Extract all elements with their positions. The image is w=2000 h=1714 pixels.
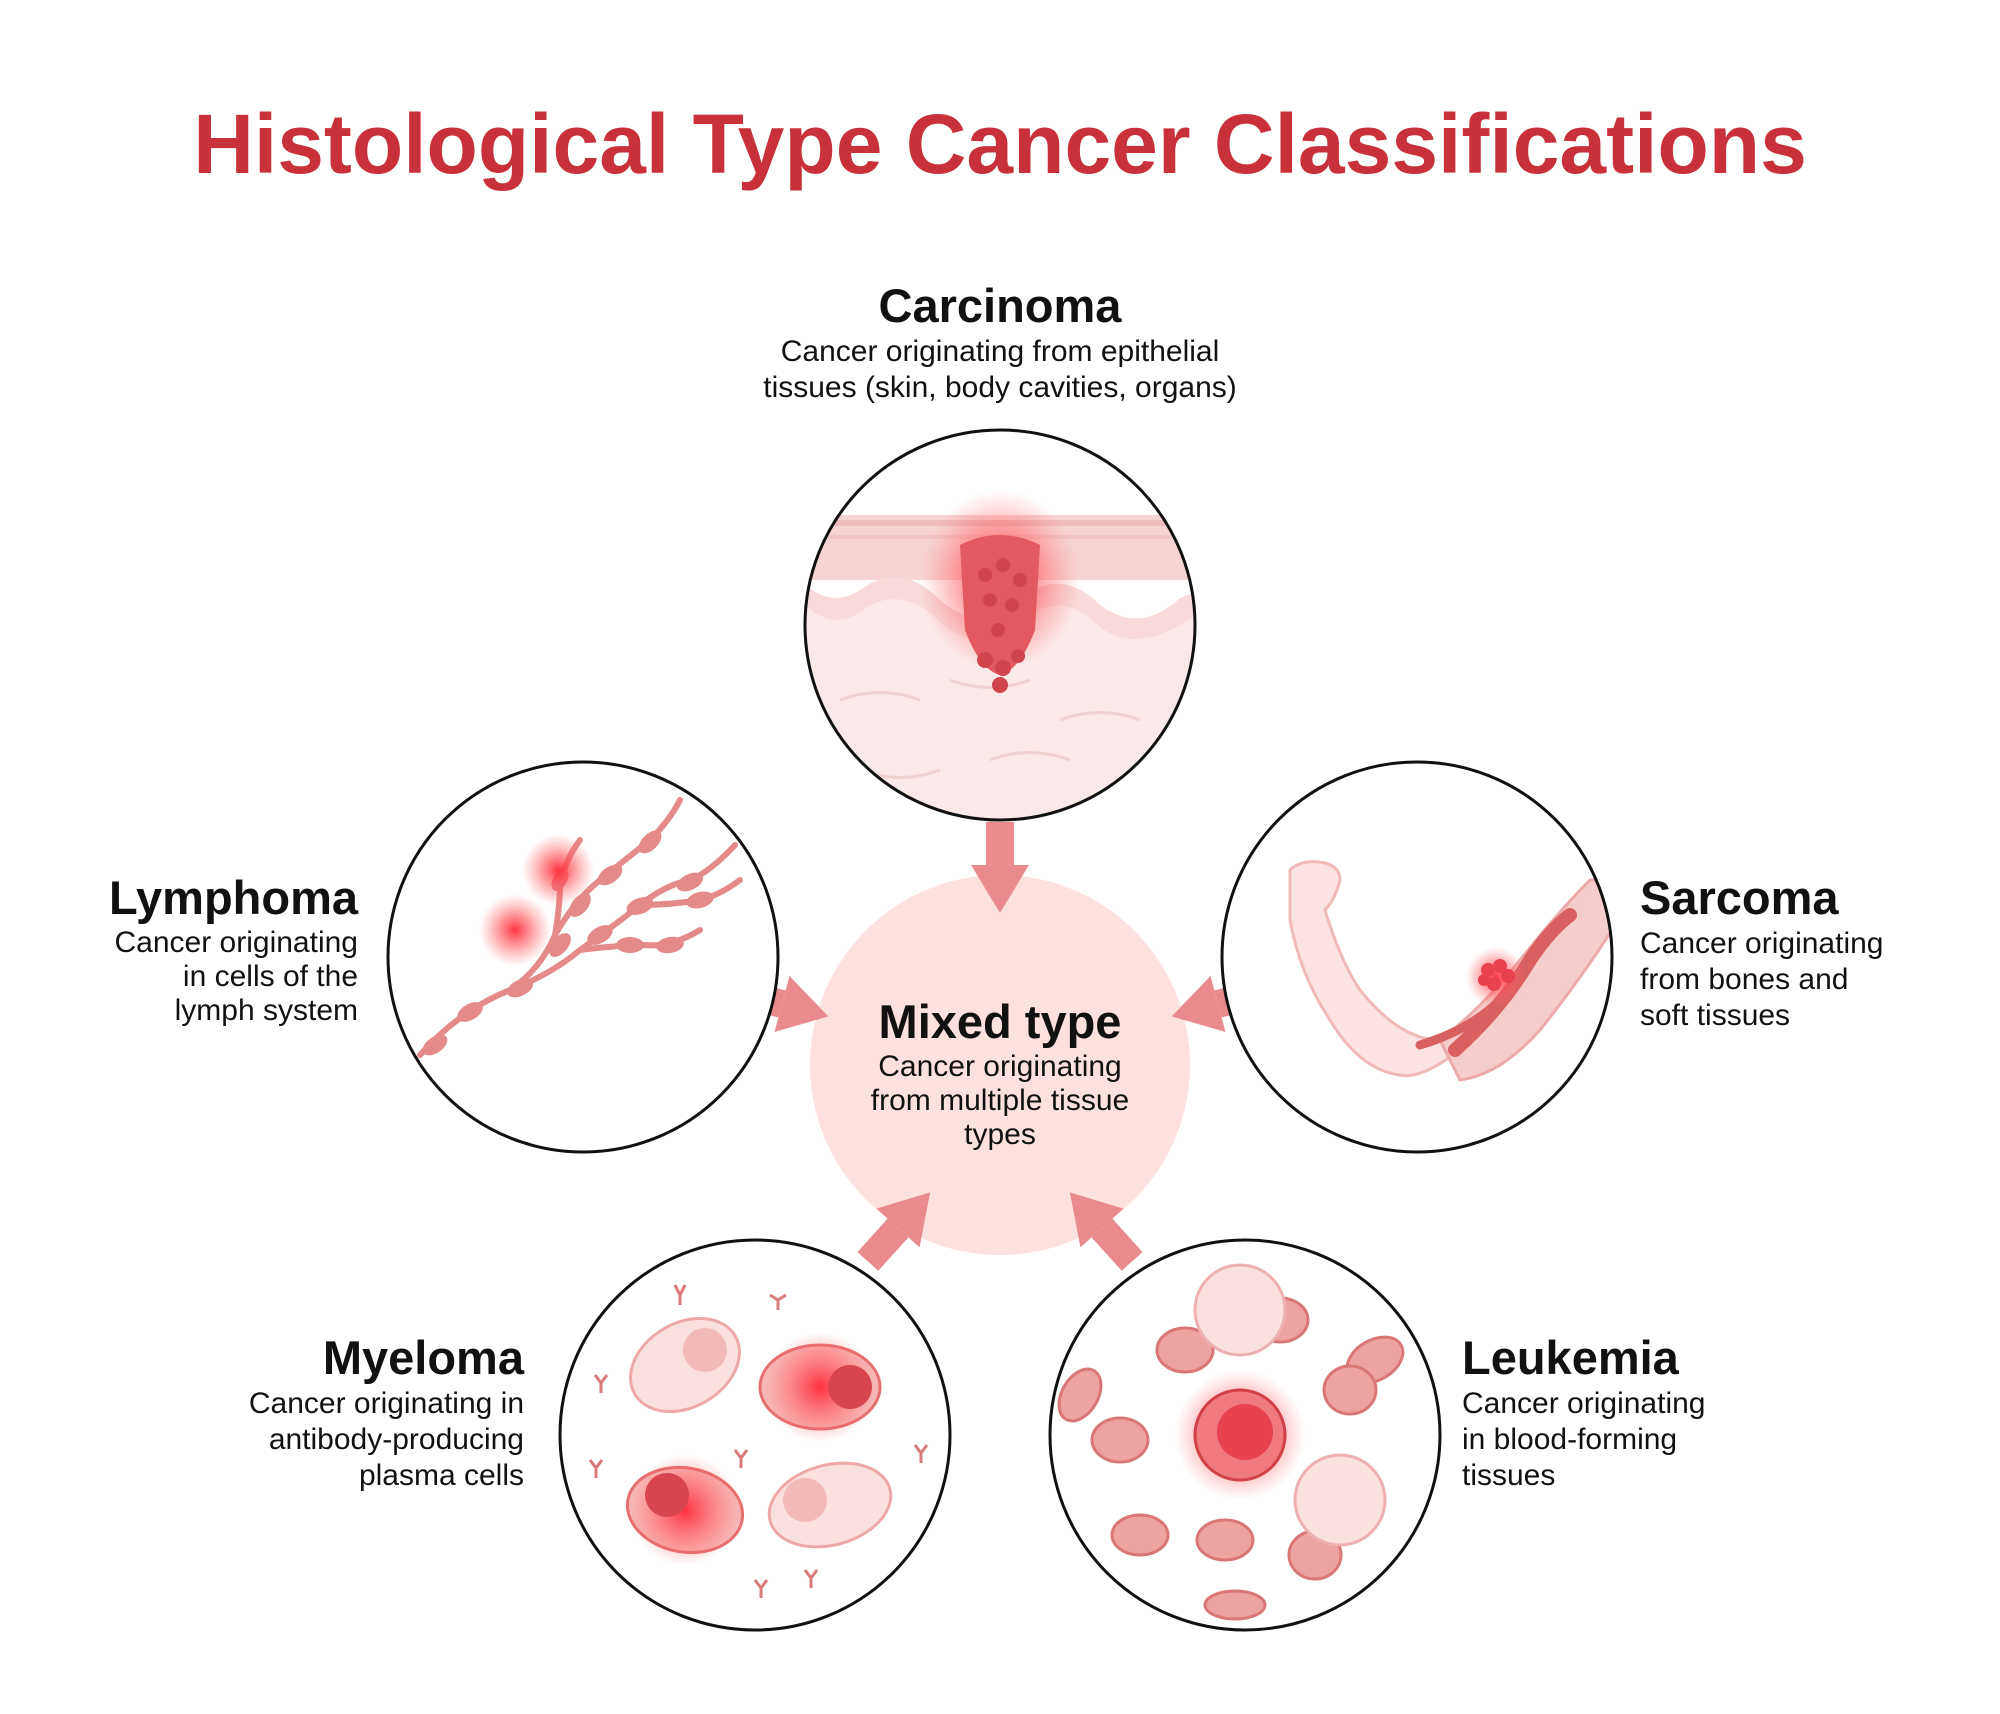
myeloma-label: Myeloma Cancer originating in antibody-p… bbox=[150, 1330, 524, 1494]
sarcoma-desc-line-3: soft tissues bbox=[1640, 999, 1791, 1032]
leukemia-desc-line-2: in blood-forming bbox=[1462, 1423, 1678, 1456]
leukemia-desc-line-1: Cancer originating bbox=[1462, 1387, 1706, 1420]
lymphoma-desc-line-2: in cells of the bbox=[182, 960, 358, 993]
leukemia-name: Leukemia bbox=[1462, 1331, 1679, 1384]
arrow-leukemia bbox=[1069, 1192, 1143, 1271]
carcinoma-label: Carcinoma Cancer originating from epithe… bbox=[700, 278, 1300, 406]
carcinoma-desc-line-1: Cancer originating from epithelial bbox=[780, 335, 1220, 368]
lymphoma-label: Lymphoma Cancer originating in cells of … bbox=[60, 870, 358, 1028]
sarcoma-label: Sarcoma Cancer originating from bones an… bbox=[1640, 870, 1970, 1034]
myeloma-illustration bbox=[560, 1240, 950, 1630]
lymphoma-desc-line-1: Cancer originating bbox=[114, 926, 358, 959]
carcinoma-illustration bbox=[805, 430, 1195, 820]
page-title: Histological Type Cancer Classifications bbox=[193, 97, 1807, 191]
myeloma-circle bbox=[558, 1238, 952, 1632]
sarcoma-name: Sarcoma bbox=[1640, 871, 1839, 924]
arrow-myeloma bbox=[857, 1192, 931, 1271]
carcinoma-desc-line-2: tissues (skin, body cavities, organs) bbox=[763, 371, 1237, 404]
mixed-type-desc: Cancer originating from multiple tissue … bbox=[870, 1050, 1130, 1151]
myeloma-desc-line-2: antibody-producing bbox=[268, 1423, 524, 1456]
lymphoma-circle bbox=[386, 760, 780, 1154]
myeloma-desc-line-3: plasma cells bbox=[358, 1459, 524, 1492]
leukemia-label: Leukemia Cancer originating in blood-for… bbox=[1462, 1330, 1822, 1494]
lymphoma-illustration bbox=[388, 762, 778, 1152]
sarcoma-desc-line-2: from bones and bbox=[1640, 963, 1849, 996]
lymphoma-desc-line-3: lymph system bbox=[174, 994, 358, 1027]
myeloma-name: Myeloma bbox=[322, 1331, 524, 1384]
leukemia-illustration bbox=[1050, 1240, 1440, 1630]
arrow-carcinoma bbox=[971, 822, 1029, 913]
myeloma-desc-line-1: Cancer originating in bbox=[248, 1387, 524, 1420]
sarcoma-illustration bbox=[1222, 762, 1612, 1152]
carcinoma-circle bbox=[803, 428, 1197, 822]
sarcoma-circle bbox=[1220, 760, 1614, 1154]
leukemia-desc-line-3: tissues bbox=[1462, 1459, 1556, 1492]
sarcoma-desc-line-1: Cancer originating bbox=[1640, 927, 1884, 960]
carcinoma-name: Carcinoma bbox=[878, 279, 1122, 332]
mixed-type-name: Mixed type bbox=[878, 995, 1122, 1048]
mixed-type-label: Mixed type Cancer originating from multi… bbox=[800, 994, 1200, 1152]
leukemia-circle bbox=[1048, 1238, 1442, 1632]
lymphoma-name: Lymphoma bbox=[109, 871, 358, 924]
mixed-type-circle bbox=[810, 875, 1190, 1255]
